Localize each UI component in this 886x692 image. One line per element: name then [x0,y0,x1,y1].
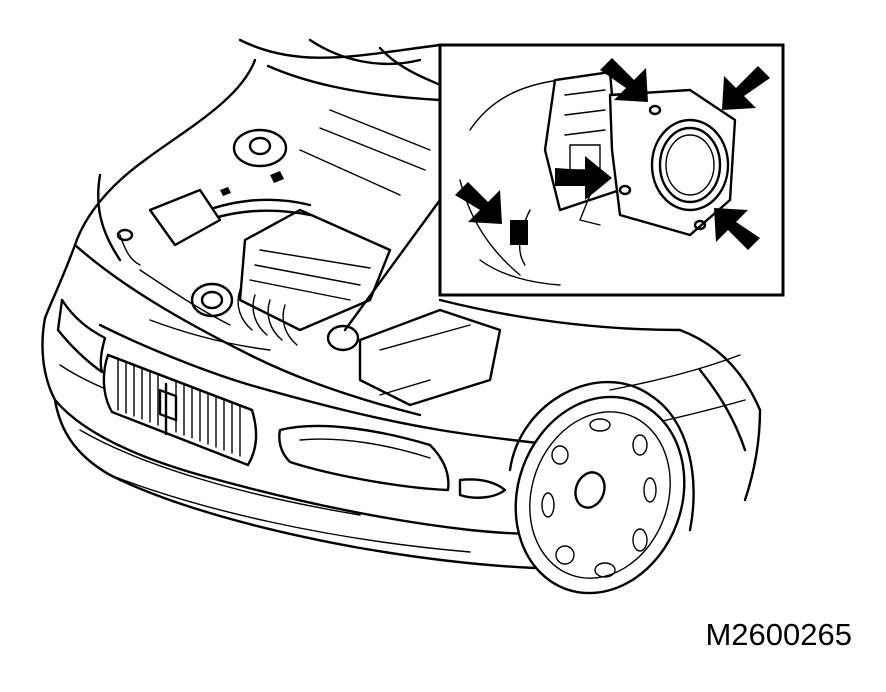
engine-compartment [116,128,502,407]
open-hood [143,38,442,196]
arrow-icon [722,66,770,110]
detail-callout [438,43,785,297]
headlights [56,298,507,499]
arrow-icon [555,156,612,200]
front-grille [102,353,258,467]
figure-reference-code: M2600265 [705,617,852,652]
arrow-icon [600,58,648,102]
callout-leader-line [343,198,442,332]
arrow-icon [455,182,502,224]
front-wheel [508,380,695,595]
arrow-icon [714,208,760,250]
